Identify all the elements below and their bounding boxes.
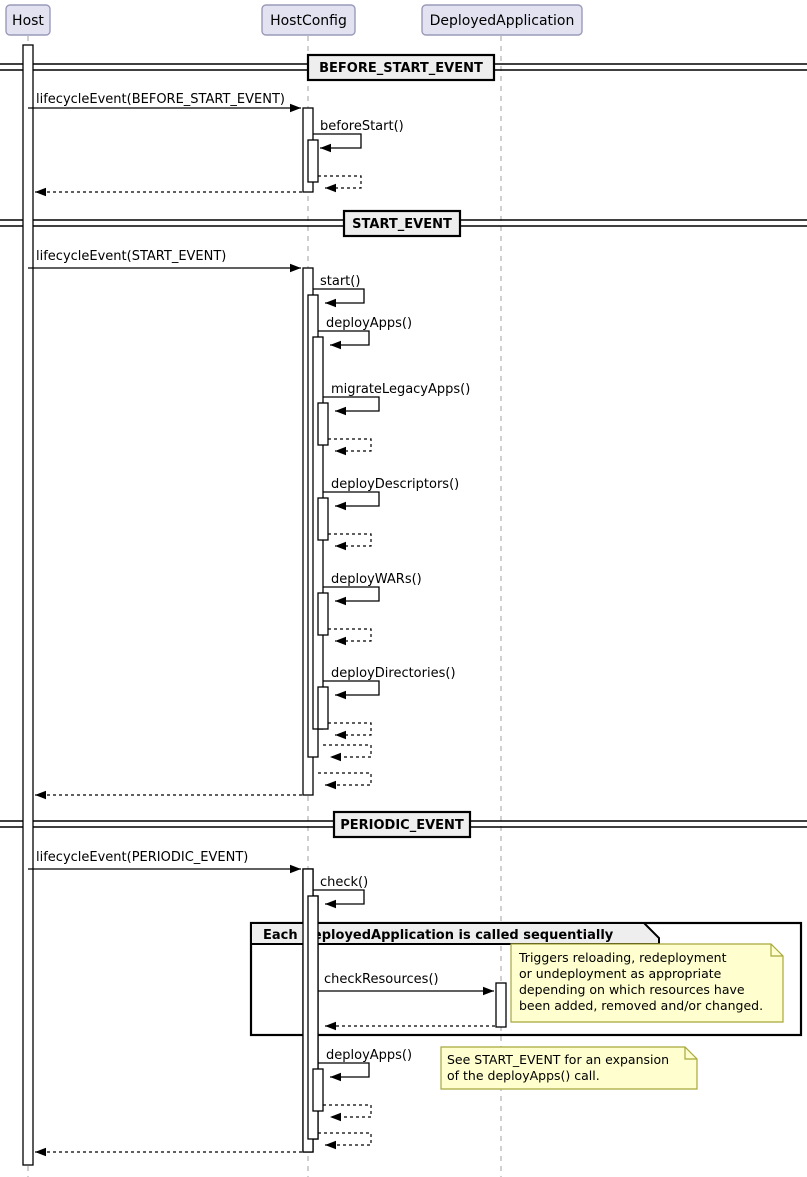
message-deployapps-return — [323, 744, 372, 762]
message-deploydescriptors-return — [328, 533, 372, 551]
message-lifecycleevent-before-start-event: lifecycleEvent(BEFORE_START_EVENT) — [28, 92, 301, 113]
message-deploywars-return — [328, 628, 372, 646]
message-label-m12: deployWARs() — [331, 572, 422, 587]
message-check-return-periodic — [318, 1132, 372, 1150]
participant-hostconfig-label: HostConfig — [270, 13, 347, 29]
divider-before-start-event-label: BEFORE_START_EVENT — [319, 61, 483, 76]
participant-host-label: Host — [12, 13, 44, 29]
divider-periodic-event: PERIODIC_EVENT — [0, 810, 807, 839]
message-lifecycleevent-periodic-event: lifecycleEvent(PERIODIC_EVENT) — [28, 850, 301, 874]
activation-hostconfig-migratelegacyapps — [317, 402, 329, 446]
participant-hostconfig[interactable]: HostConfig — [261, 4, 356, 36]
activation-hostconfig-check-overlay — [307, 895, 319, 1140]
message-checkresources: checkResources() — [318, 972, 494, 996]
message-deploydirectories-self: deployDirectories() — [323, 666, 456, 700]
message-lifecycleevent-start-event: lifecycleEvent(START_EVENT) — [28, 249, 301, 273]
group-label-loop: Each DeployedApplication is called seque… — [263, 928, 614, 943]
message-deployapps-self-periodic: deployApps() — [318, 1048, 412, 1082]
message-start-return — [318, 772, 372, 790]
message-label-m10: deployDescriptors() — [331, 477, 459, 492]
message-start-self: start() — [313, 274, 365, 308]
message-label-m22: deployApps() — [326, 1048, 412, 1063]
message-deployapps-return-periodic — [323, 1104, 372, 1122]
note-line-2: or undeployment as appropriate — [519, 966, 722, 981]
participant-host[interactable]: Host — [5, 4, 51, 36]
activation-hostconfig-beforestart — [307, 139, 319, 183]
note-line-1: Triggers reloading, redeployment — [518, 950, 727, 965]
divider-start-event-label: START_EVENT — [352, 217, 452, 232]
divider-before-start-event: BEFORE_START_EVENT — [0, 53, 807, 82]
participant-deployedapplication-label: DeployedApplication — [430, 13, 575, 29]
note-checkresources: Triggers reloading, redeployment or unde… — [510, 943, 784, 1023]
message-deploydescriptors-self: deployDescriptors() — [323, 477, 459, 511]
divider-periodic-event-label: PERIODIC_EVENT — [340, 818, 464, 833]
participant-deployedapplication[interactable]: DeployedApplication — [421, 4, 583, 36]
note-deployapps: See START_EVENT for an expansion of the … — [440, 1046, 698, 1090]
message-migratelegacyapps-return — [328, 438, 372, 456]
note2-line-2: of the deployApps() call. — [447, 1068, 600, 1083]
message-deploydirectories-return — [328, 722, 372, 740]
activation-hostconfig-deployapps-periodic — [312, 1068, 324, 1112]
message-label-m8: migrateLegacyApps() — [331, 382, 470, 397]
message-beforestart-self-return — [318, 175, 362, 193]
activation-hostconfig-deploydescriptors — [317, 497, 329, 541]
activation-deployedapplication-checkresources — [495, 982, 507, 1028]
message-label-m14: deployDirectories() — [331, 666, 456, 681]
message-label-m5: lifecycleEvent(START_EVENT) — [36, 249, 226, 264]
activation-host-main — [22, 44, 34, 1166]
message-deploywars-self: deployWARs() — [323, 572, 422, 606]
divider-start-event: START_EVENT — [0, 209, 807, 238]
message-label-m19: check() — [320, 875, 368, 890]
message-check-self: check() — [313, 875, 368, 909]
message-beforestart-self: beforeStart() — [313, 119, 404, 153]
group-each-deployedapplication: Each DeployedApplication is called seque… — [249, 921, 803, 1037]
activation-bars-overlay — [302, 868, 319, 1153]
message-migratelegacyapps-self: migrateLegacyApps() — [323, 382, 470, 416]
message-deployapps-self: deployApps() — [318, 316, 412, 350]
message-label-m7: deployApps() — [326, 316, 412, 331]
message-label-m1: lifecycleEvent(BEFORE_START_EVENT) — [36, 92, 285, 107]
activation-hostconfig-deploywars — [317, 592, 329, 636]
message-label-m20: checkResources() — [324, 972, 439, 987]
message-label-m6: start() — [320, 274, 360, 289]
message-label-m2: beforeStart() — [320, 119, 404, 134]
activation-hostconfig-deploydirectories — [317, 686, 329, 730]
note-line-4: been added, removed and/or changed. — [519, 998, 763, 1013]
note2-line-1: See START_EVENT for an expansion — [447, 1052, 669, 1067]
note-line-3: depending on which resources have — [519, 982, 745, 997]
message-label-m18: lifecycleEvent(PERIODIC_EVENT) — [36, 850, 248, 865]
